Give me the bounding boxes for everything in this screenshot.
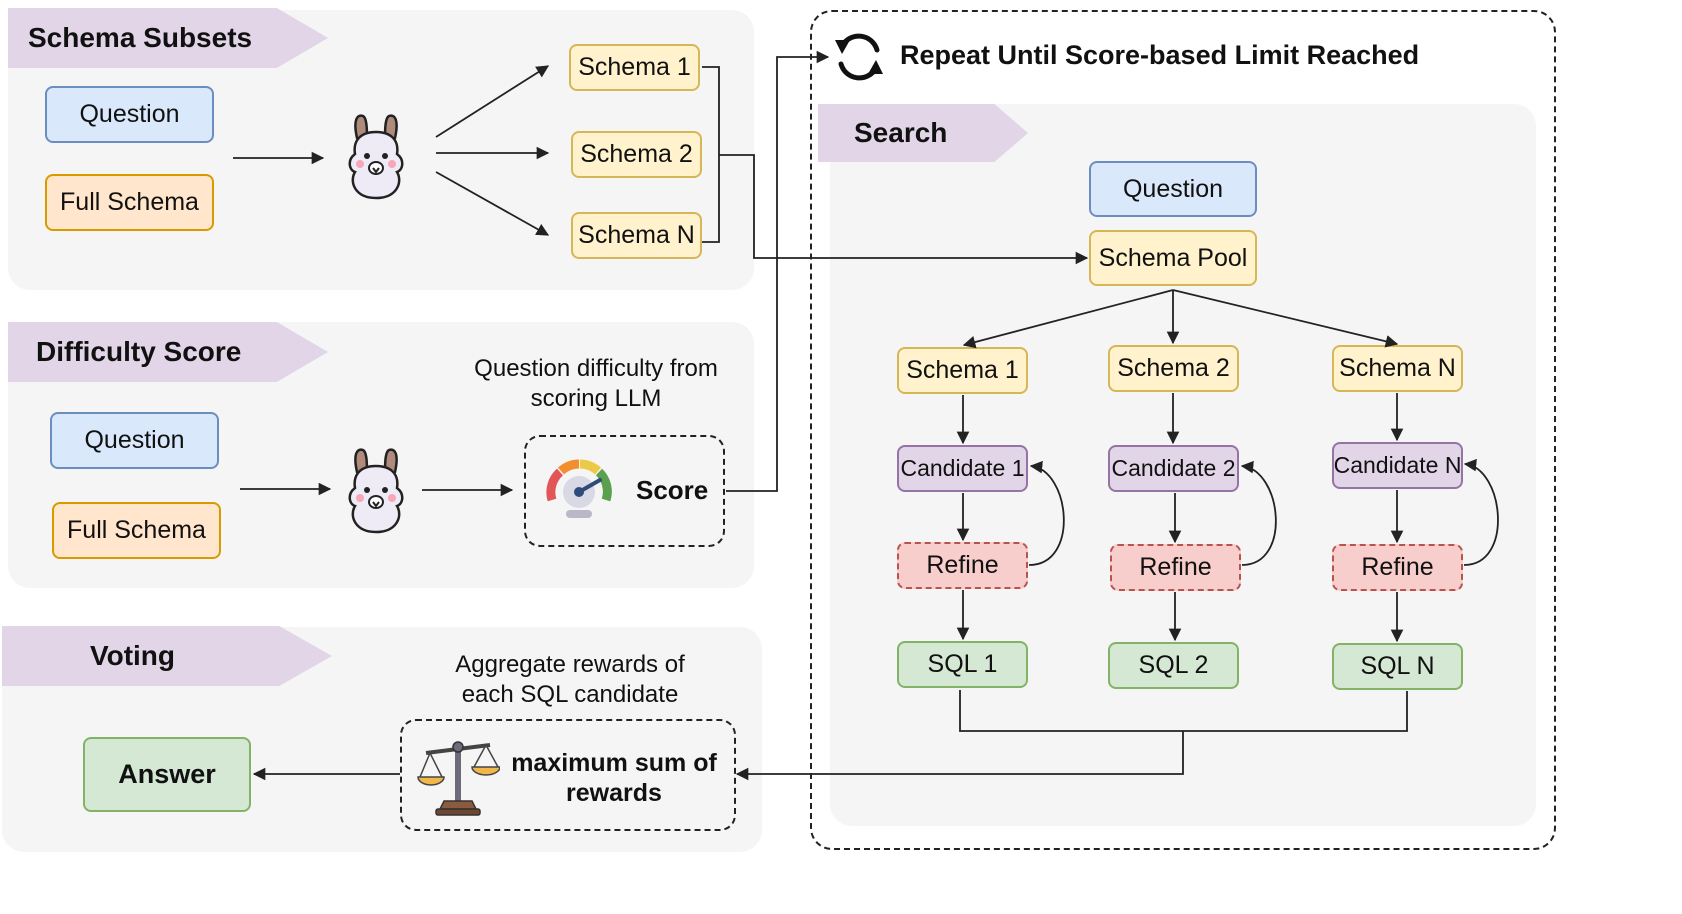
candidate-2-box: Candidate 2 [1108,445,1239,492]
search-schema-n-box: Schema N [1332,345,1463,392]
sql-n-box: SQL N [1332,643,1463,690]
llama-icon [348,448,404,534]
llama-icon [348,114,404,200]
difficulty-full-schema-box: Full Schema [52,502,221,559]
refine-1-box: Refine [897,542,1028,589]
sql-1-box: SQL 1 [897,641,1028,688]
difficulty-caption: Question difficulty from scoring LLM [474,355,718,412]
voting-method-box [400,719,736,831]
schema-subsets-title: Schema Subsets [8,8,328,68]
subsets-schema-n-box: Schema N [571,212,702,259]
repeat-icon [835,33,883,81]
refine-2-box: Refine [1110,544,1241,591]
balance-scale-icon [417,741,500,816]
score-label: Score [636,475,709,505]
score-box [524,435,725,547]
repeat-title: Repeat Until Score-based Limit Reached [900,40,1420,70]
search-title: Search [818,104,1028,162]
search-schema-1-box: Schema 1 [897,347,1028,394]
candidate-n-box: Candidate N [1332,442,1463,489]
search-schema-2-box: Schema 2 [1108,345,1239,392]
voting-title: Voting [2,626,332,686]
voting-caption: Aggregate rewards of each SQL candidate [455,651,685,708]
candidate-1-box: Candidate 1 [897,445,1028,492]
subsets-schema-2-box: Schema 2 [571,131,702,178]
answer-box: Answer [83,737,251,812]
gauge-icon [546,459,612,518]
repeat-loop-frame [810,10,1556,850]
schema-pool-box: Schema Pool [1089,230,1257,286]
subsets-full-schema-box: Full Schema [45,174,214,231]
search-question-box: Question [1089,161,1257,217]
sql-2-box: SQL 2 [1108,642,1239,689]
subsets-question-box: Question [45,86,214,143]
subsets-schema-1-box: Schema 1 [569,44,700,91]
difficulty-question-box: Question [50,412,219,469]
refine-n-box: Refine [1332,544,1463,591]
voting-method-label: maximum sum of rewards [511,749,717,807]
difficulty-score-title: Difficulty Score [8,322,328,382]
